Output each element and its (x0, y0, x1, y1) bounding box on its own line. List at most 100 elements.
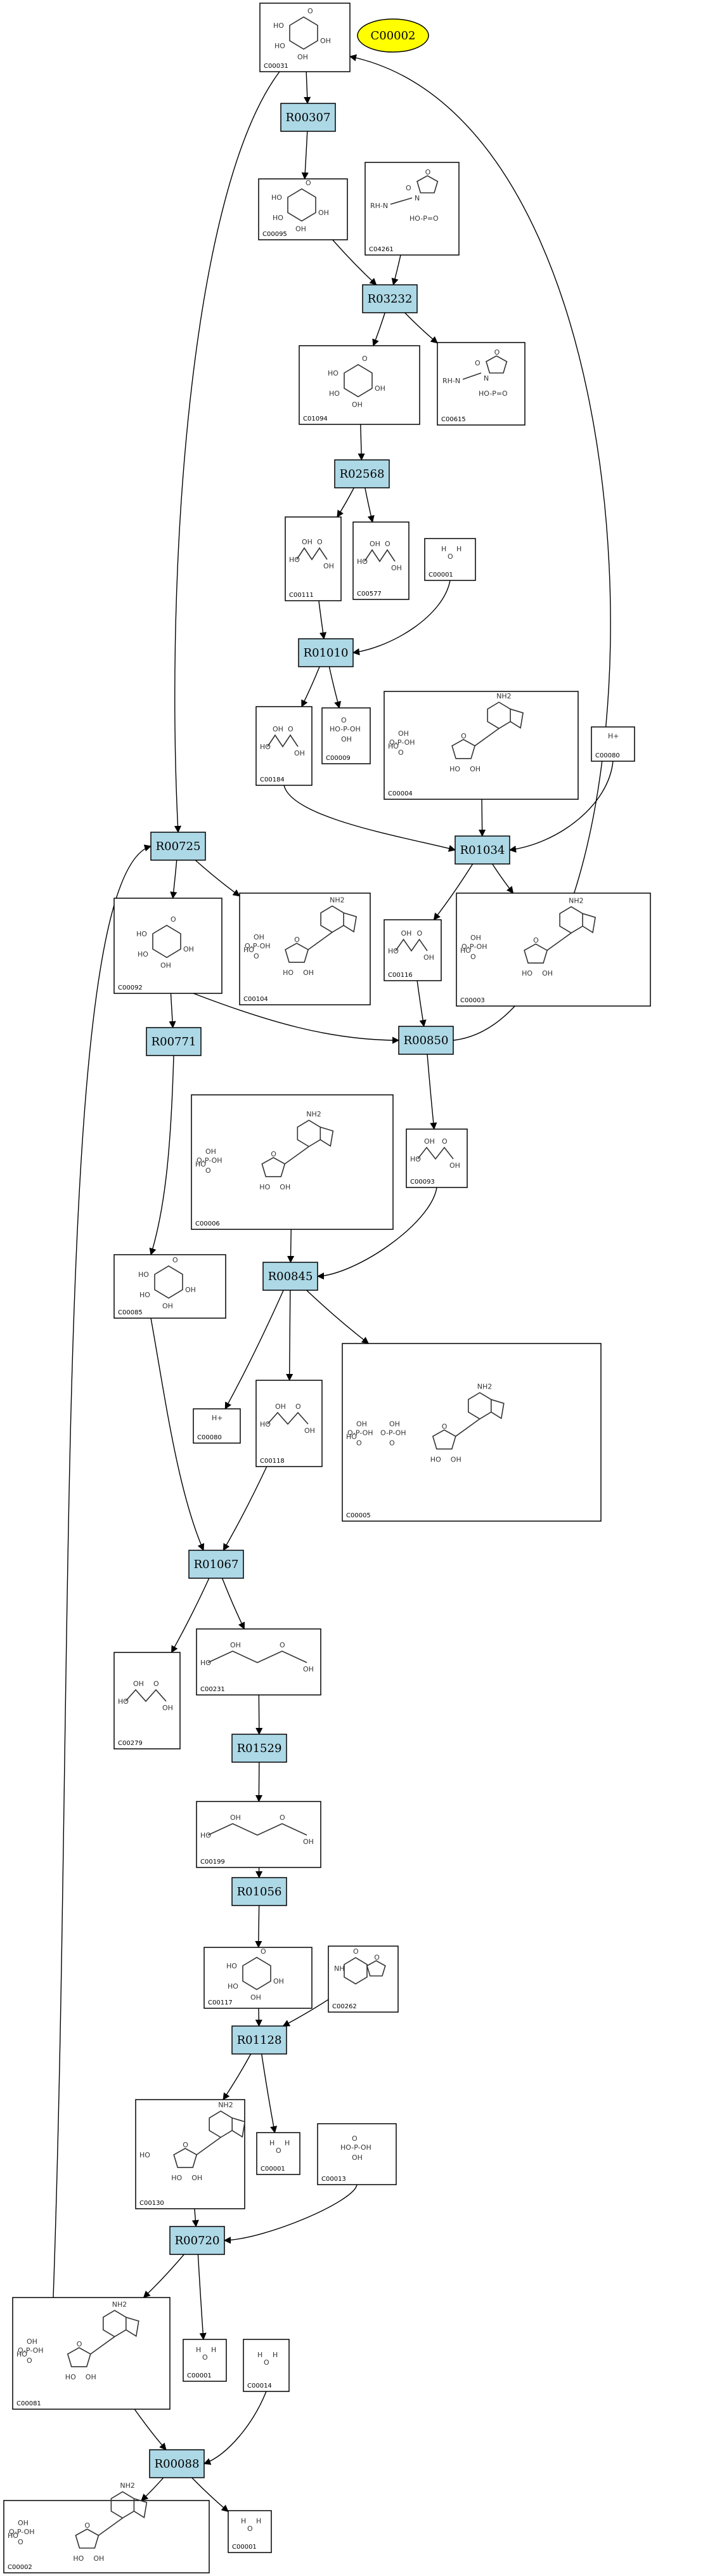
svg-text:O: O (353, 1947, 359, 1956)
pathway-edge (261, 2053, 278, 2134)
reaction-label: R03232 (368, 292, 413, 306)
reaction-node[interactable]: R00771 (146, 1027, 202, 1056)
svg-text:OH: OH (401, 929, 412, 938)
pathway-edge (416, 980, 427, 1028)
reaction-node[interactable]: R01067 (188, 1550, 244, 1579)
reaction-node[interactable]: R01529 (231, 1734, 287, 1763)
svg-text:HO: HO (274, 42, 285, 50)
reaction-node[interactable]: R03232 (362, 284, 418, 313)
pathway-edge (433, 863, 474, 920)
compound-node[interactable]: H+C00080 (591, 726, 635, 762)
compound-label: C00111 (289, 592, 314, 599)
compound-node[interactable]: H+C00080 (193, 1408, 241, 1444)
svg-text:OH: OH (93, 2554, 104, 2563)
reaction-node[interactable]: R01056 (231, 1877, 287, 1906)
reaction-node[interactable]: R00850 (398, 1026, 454, 1055)
svg-text:O: O (280, 1814, 285, 1822)
svg-text:HO: HO (136, 930, 147, 938)
svg-text:OH: OH (449, 1161, 460, 1170)
svg-text:OH: OH (191, 2174, 202, 2182)
svg-text:HO: HO (228, 1982, 238, 1991)
pathway-edge (141, 2477, 164, 2501)
svg-text:H+: H+ (212, 1414, 223, 1422)
svg-text:HO: HO (259, 1183, 270, 1191)
svg-text:O: O (306, 179, 311, 187)
svg-text:NH2: NH2 (218, 2101, 233, 2109)
reaction-label: R01056 (237, 1885, 282, 1899)
pathway-edge (352, 580, 451, 656)
svg-text:OH: OH (423, 953, 434, 962)
svg-text:O: O (307, 7, 313, 15)
svg-text:OH: OH (356, 1420, 367, 1428)
pathway-edge (191, 2208, 199, 2228)
svg-text:N: N (484, 374, 489, 382)
pathway-edge (174, 71, 280, 834)
svg-text:HO: HO (195, 1160, 206, 1168)
reaction-node[interactable]: R01010 (298, 638, 354, 667)
svg-text:O: O (171, 915, 176, 924)
compound-label: C00262 (332, 2003, 357, 2010)
reaction-node[interactable]: R00845 (262, 1262, 318, 1291)
pathway-edge (170, 860, 177, 899)
reaction-node[interactable]: R02568 (334, 459, 390, 488)
start-node[interactable]: C00002 (357, 18, 429, 53)
svg-text:HO: HO (243, 946, 254, 954)
svg-text:OH: OH (370, 540, 380, 548)
reaction-node[interactable]: R01034 (455, 835, 510, 865)
svg-text:HO: HO (260, 743, 271, 751)
reaction-node[interactable]: R01128 (231, 2025, 287, 2055)
reaction-node[interactable]: R00725 (150, 832, 206, 861)
svg-text:HO-P-OH: HO-P-OH (330, 725, 361, 733)
svg-text:OH: OH (254, 933, 264, 941)
reaction-node[interactable]: R00088 (149, 2449, 205, 2478)
reaction-node[interactable]: R00307 (280, 103, 336, 132)
svg-text:HO: HO (449, 765, 460, 773)
svg-text:OH: OH (470, 765, 480, 773)
pathway-edge (391, 254, 401, 286)
svg-text:O: O (84, 2521, 90, 2530)
svg-text:OH: OH (250, 1993, 261, 2001)
svg-text:O: O (288, 725, 293, 733)
pathway-edge (337, 487, 354, 518)
reaction-node[interactable]: R00720 (169, 2226, 225, 2255)
svg-text:H: H (269, 2139, 274, 2147)
svg-text:RH-N: RH-N (370, 202, 388, 210)
svg-text:NH2: NH2 (569, 896, 584, 905)
svg-text:NH: NH (334, 1965, 345, 1973)
svg-text:OH: OH (451, 1455, 461, 1463)
pathway-edge (223, 2053, 252, 2100)
